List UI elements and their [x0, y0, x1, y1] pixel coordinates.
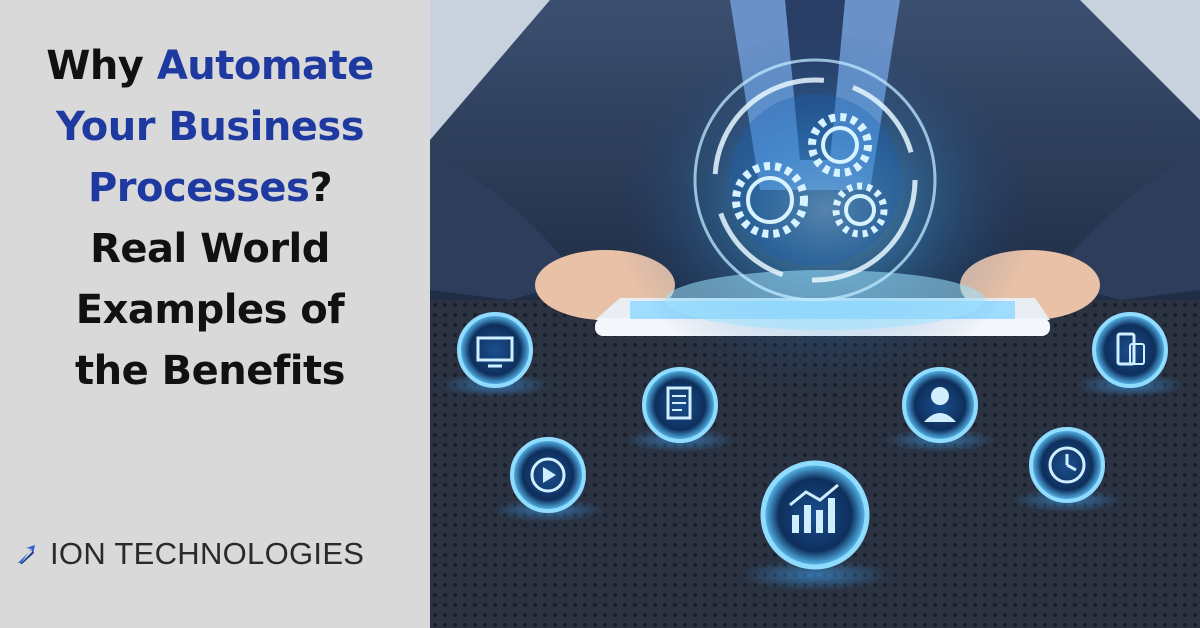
hero-photo — [430, 0, 1200, 628]
headline-processes: Processes — [87, 165, 310, 211]
chart-icon — [740, 460, 890, 591]
headline-why: Why — [46, 43, 157, 89]
headline-line-3: Processes? — [0, 158, 420, 219]
headline-line-2: Your Business — [55, 104, 365, 150]
gears-icon — [693, 58, 937, 302]
headline-line-4: Real World — [90, 226, 330, 272]
brand-logo: ION TECHNOLOGIES — [16, 532, 364, 576]
clock-icon — [1012, 427, 1122, 512]
headline-line-1: Why Automate — [0, 36, 420, 97]
text-panel: Why Automate Your Business Processes? Re… — [0, 0, 430, 628]
monitor-icon — [440, 312, 550, 397]
headline: Why Automate Your Business Processes? Re… — [0, 36, 420, 402]
headline-automate: Automate — [156, 43, 374, 89]
headline-line-5: Examples of — [75, 287, 345, 333]
mobile-icon — [1075, 312, 1185, 397]
user-icon — [885, 367, 995, 452]
play-icon — [493, 437, 603, 522]
brand-name: ION TECHNOLOGIES — [50, 536, 365, 571]
automation-illustration — [430, 0, 1200, 628]
document-icon — [625, 367, 735, 452]
ion-arrow-icon — [18, 545, 35, 564]
headline-question-mark: ? — [309, 165, 333, 211]
headline-line-6: the Benefits — [75, 348, 345, 394]
